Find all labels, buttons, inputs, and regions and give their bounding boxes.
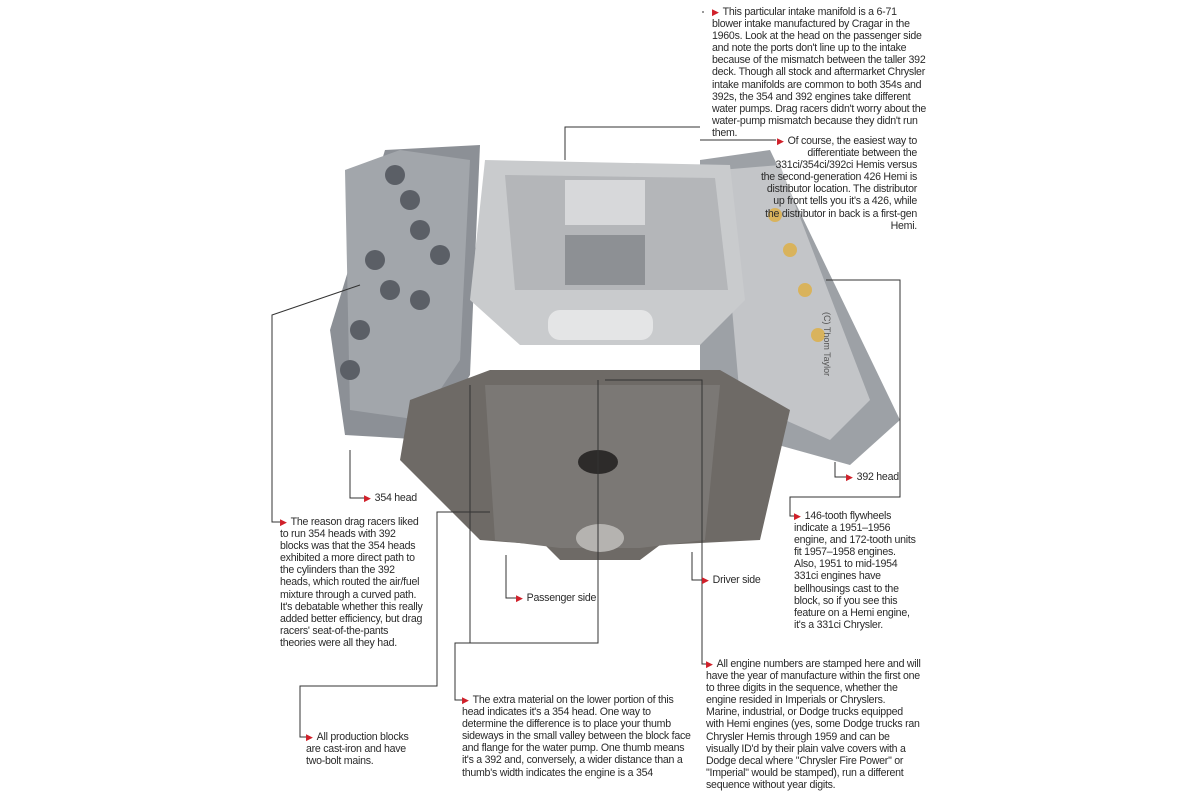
label-392-head: ▶392 head xyxy=(846,471,899,483)
caption-extra-material: ▶The extra material on the lower portion… xyxy=(462,694,691,779)
photo-credit: (C) Thom Taylor xyxy=(822,312,832,377)
label-354-head: ▶354 head xyxy=(364,492,417,504)
caption-intake: ▶This particular intake manifold is a 6-… xyxy=(712,6,927,139)
arrow-icon: ▶ xyxy=(462,695,469,705)
label-passenger-side: ▶Passenger side xyxy=(516,592,597,604)
leader-lines xyxy=(271,11,901,738)
caption-drag-racers: ▶The reason drag racers liked to run 354… xyxy=(280,516,423,649)
arrow-icon: ▶ xyxy=(516,593,523,603)
arrow-icon: ▶ xyxy=(706,659,713,669)
arrow-icon: ▶ xyxy=(776,136,784,146)
arrow-icon: ▶ xyxy=(306,732,313,742)
arrow-icon: ▶ xyxy=(846,472,853,482)
arrow-icon: ▶ xyxy=(712,7,719,17)
caption-production-blocks: ▶All production blocks are cast-iron and… xyxy=(306,731,409,768)
caption-flywheels: ▶146-tooth flywheels indicate a 1951–195… xyxy=(794,510,916,631)
label-driver-side: ▶Driver side xyxy=(702,574,761,586)
arrow-icon: ▶ xyxy=(280,517,287,527)
arrow-icon: ▶ xyxy=(794,511,801,521)
caption-distributor: ▶Of course, the easiest way to different… xyxy=(760,135,917,232)
arrow-icon: ▶ xyxy=(702,575,709,585)
arrow-icon: ▶ xyxy=(364,493,371,503)
caption-engine-numbers: ▶All engine numbers are stamped here and… xyxy=(706,658,921,791)
